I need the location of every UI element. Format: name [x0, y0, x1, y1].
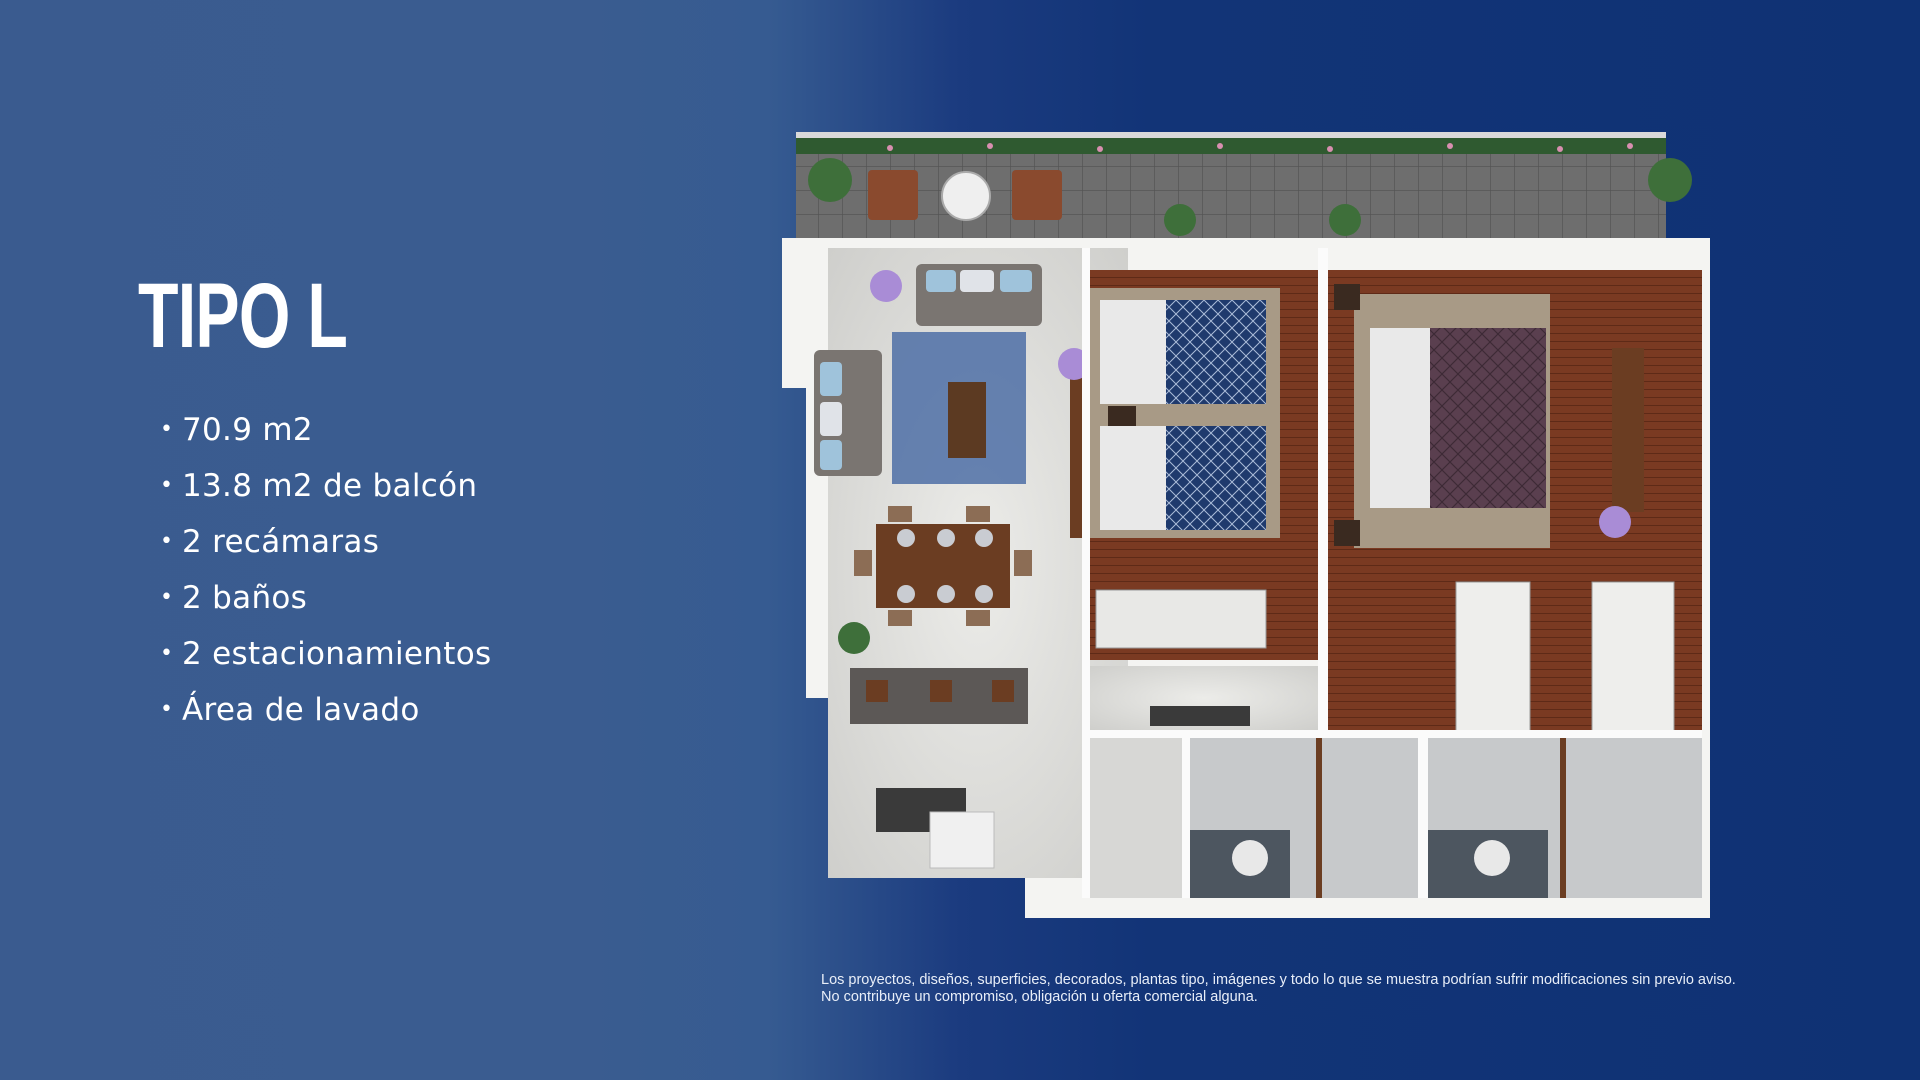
sofa-top: [870, 264, 1042, 326]
disclaimer-text: Los proyectos, diseños, superficies, dec…: [821, 972, 1736, 1005]
bedroom-2: [1328, 270, 1702, 735]
unit-title: TIPO L: [138, 265, 348, 367]
feature-item-bedrooms: 2 recámaras: [160, 514, 491, 570]
walls: [1082, 248, 1702, 898]
bathrooms: [1090, 738, 1702, 898]
feature-item-bathrooms: 2 baños: [160, 570, 491, 626]
feature-item-parking: 2 estacionamientos: [160, 626, 491, 682]
feature-item-balcony: 13.8 m2 de balcón: [160, 458, 491, 514]
feature-item-laundry: Área de lavado: [160, 682, 491, 738]
floor-plan: [782, 132, 1710, 918]
coffee-table: [948, 382, 986, 458]
dining-table: [854, 506, 1032, 626]
kitchen: [838, 622, 1028, 869]
bedroom-1: [1090, 270, 1318, 660]
feature-list: 70.9 m2 13.8 m2 de balcón 2 recámaras 2 …: [138, 402, 491, 738]
balcony: [796, 132, 1692, 238]
sofa-left: [814, 350, 882, 476]
unit-info: TIPO L 70.9 m2 13.8 m2 de balcón 2 recám…: [138, 270, 491, 738]
feature-item-area: 70.9 m2: [160, 402, 491, 458]
